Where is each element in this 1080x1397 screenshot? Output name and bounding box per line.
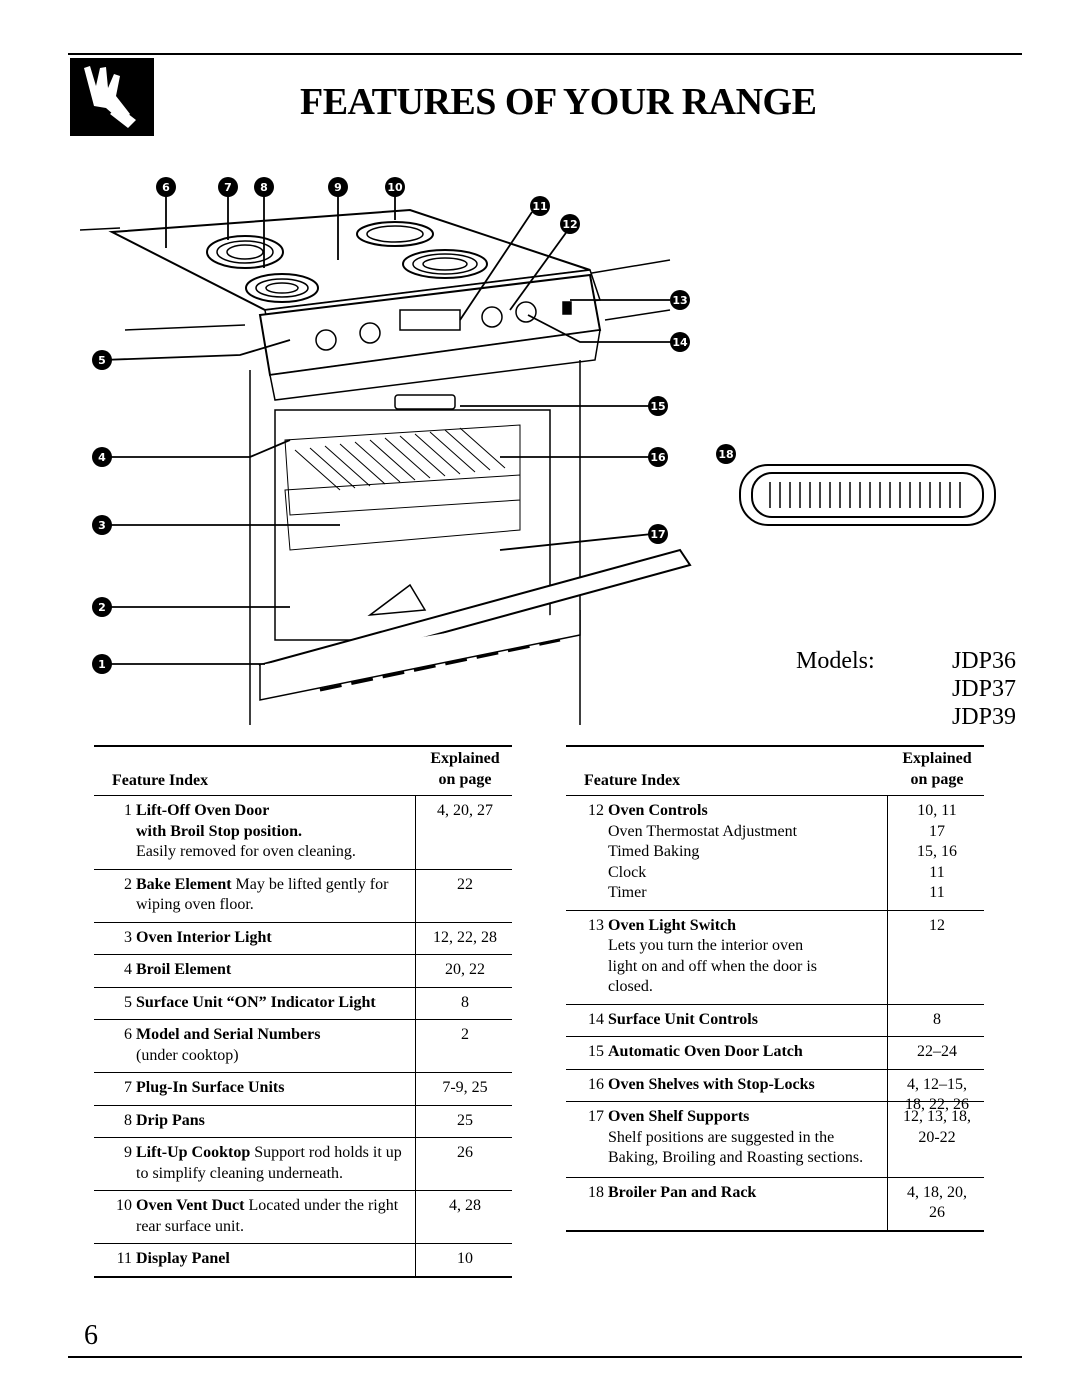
models-label: Models: [796,648,875,674]
callout-7: 7 [224,181,232,194]
callout-6: 6 [162,181,170,194]
callout-9: 9 [334,181,342,194]
table-row: 3 Oven Interior Light 12, 22, 28 [94,921,512,954]
table-row: 18 Broiler Pan and Rack 4, 18, 20, 26 [566,1176,984,1232]
model-jdp37: JDP37 [951,676,1016,702]
callout-2: 2 [98,601,106,614]
table-row: 2 Bake Element May be lifted gently for … [94,868,512,922]
table-row: 11 Display Panel 10 [94,1243,512,1278]
callout-4: 4 [98,451,106,464]
table-row: 15 Automatic Oven Door Latch 22–24 [566,1036,984,1069]
table-row: 8 Drip Pans 25 [94,1104,512,1137]
callout-1: 1 [98,658,106,671]
table-row: 9 Lift-Up Cooktop Support rod holds it u… [94,1137,512,1190]
model-jdp36: JDP36 [951,648,1016,674]
callout-3: 3 [98,519,106,532]
callout-15: 15 [650,400,665,413]
hand-pointer-logo-icon [70,58,154,136]
table-row: 6 Model and Serial Numbers(under cooktop… [94,1019,512,1072]
table-row: 16 Oven Shelves with Stop-Locks 4, 12–15… [566,1068,984,1113]
page-number: 6 [84,1320,98,1351]
callout-5: 5 [98,354,106,367]
header-feature-index: Feature Index [584,772,681,789]
bottom-rule [68,1356,1022,1358]
callout-18: 18 [718,448,733,461]
model-jdp39: JDP39 [951,704,1016,730]
callout-8: 8 [260,181,268,194]
callout-17: 17 [650,528,665,541]
range-illustration: 1 2 3 4 5 6 7 8 9 10 11 12 13 14 15 16 1… [79,170,1020,735]
header-feature-index: Feature Index [112,772,209,789]
table-row: 14 Surface Unit Controls 8 [566,1003,984,1036]
table-row: 10 Oven Vent Duct Located under the righ… [94,1190,512,1243]
callout-13: 13 [672,294,687,307]
top-rule [68,53,1022,55]
page-title: FEATURES OF YOUR RANGE [300,81,817,123]
table-row: 7 Plug-In Surface Units 7-9, 25 [94,1072,512,1105]
callout-16: 16 [650,451,666,464]
callout-12: 12 [562,218,577,231]
table-row: 5 Surface Unit “ON” Indicator Light 8 [94,986,512,1019]
table-row: 4 Broil Element 20, 22 [94,954,512,987]
callout-11: 11 [532,200,547,213]
callout-10: 10 [387,181,403,194]
callout-14: 14 [672,336,688,349]
